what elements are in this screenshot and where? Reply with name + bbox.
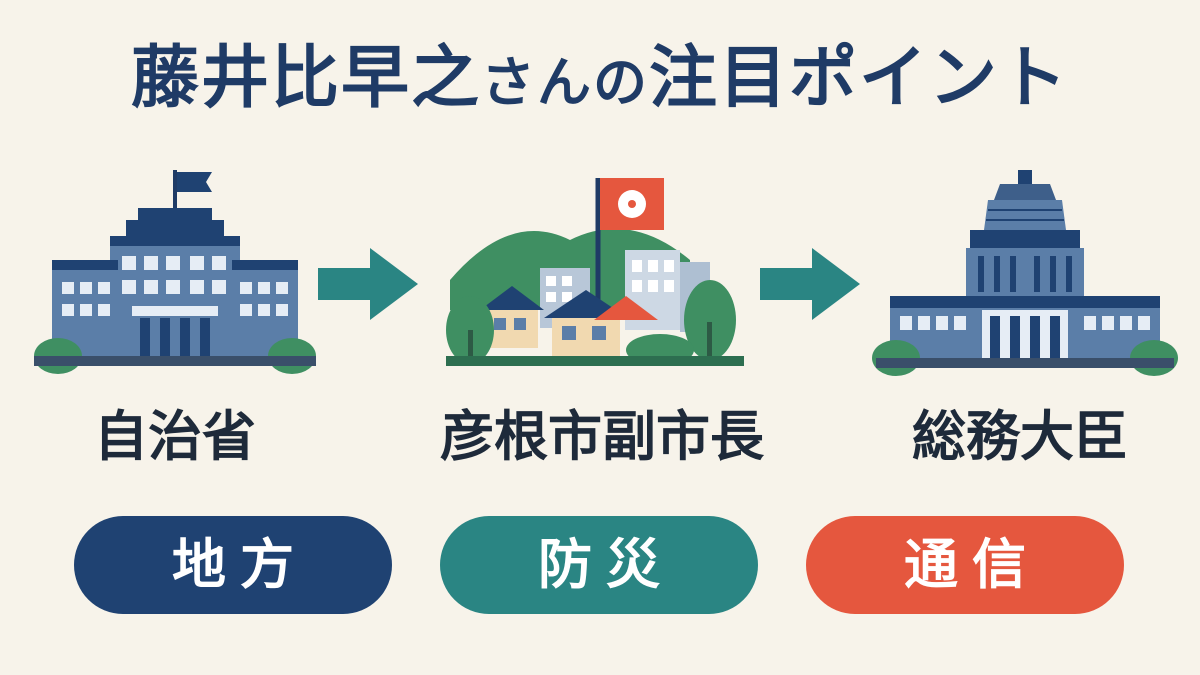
page-title: 藤井比早之さんの注目ポイント (0, 22, 1200, 121)
step-label-ministry: 自治省 (94, 405, 256, 468)
arrow-right-icon-2 (760, 248, 860, 320)
hikone-town-icon (446, 178, 744, 366)
step-label-minister: 総務大臣 (912, 405, 1128, 468)
step-label-vice-mayor: 彦根市副市長 (440, 405, 764, 468)
title-name: 藤井比早之 (130, 39, 481, 118)
diet-building-icon (872, 170, 1178, 376)
title-honorific: さんの (481, 51, 649, 114)
title-focus: 注目ポイント (649, 39, 1070, 118)
tag-pill-disaster: 防災 (440, 516, 758, 614)
tag-pill-regional: 地方 (74, 516, 392, 614)
tag-pill-communications: 通信 (806, 516, 1124, 614)
arrow-right-icon (318, 248, 418, 320)
ministry-building-icon (34, 170, 316, 374)
